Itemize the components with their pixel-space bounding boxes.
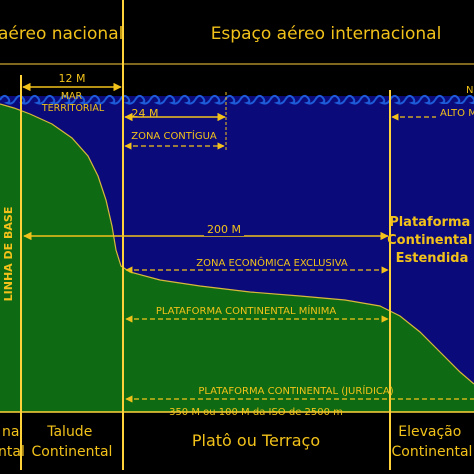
- legal-shelf-label: PLATAFORMA CONTINENTAL (JURÍDICA): [198, 384, 393, 397]
- shelf-footer-line2: ntal: [0, 444, 25, 460]
- wave-crest: [29, 94, 46, 105]
- extended-shelf-line1: Plataforma: [389, 215, 470, 230]
- high-seas-edge-label: N: [466, 85, 473, 96]
- shelf-footer-line1: na: [2, 424, 19, 440]
- min-shelf-label: PLATAFORMA CONTINENTAL MÍNIMA: [156, 304, 337, 317]
- wave-crest: [389, 94, 406, 105]
- eez-distance-label: 200 M: [207, 223, 241, 236]
- wave-crest: [0, 94, 16, 105]
- wave-crest: [374, 94, 391, 105]
- wave-crest: [209, 94, 226, 105]
- wave-crest: [299, 94, 316, 105]
- eez-label: ZONA ECONÔMICA EXCLUSIVA: [196, 256, 348, 269]
- wave-crest: [104, 94, 121, 105]
- wave-crest: [329, 94, 346, 105]
- wave-crest: [449, 94, 466, 105]
- high-seas-label: ALTO M: [440, 108, 474, 119]
- sea-surface-waves: [0, 94, 474, 105]
- wave-crest: [89, 94, 106, 105]
- territorial-distance-label: 12 M: [59, 72, 86, 85]
- wave-crest: [359, 94, 376, 105]
- contiguous-zone-label: ZONA CONTÍGUA: [131, 129, 217, 142]
- wave-crest: [59, 94, 76, 105]
- legal-shelf-limit-label: 350 M ou 100 M da ISO de 2500 m: [169, 407, 343, 418]
- slope-footer-line2: Continental: [32, 444, 113, 460]
- high-seas-bg: [436, 104, 474, 120]
- wave-crest: [269, 94, 286, 105]
- wave-crest: [419, 94, 436, 105]
- extended-shelf-label: Plataforma Continental Estendida: [387, 215, 474, 266]
- wave-crest: [344, 94, 361, 105]
- rise-footer-line1: Elevação: [398, 424, 461, 440]
- wave-crest: [74, 94, 91, 105]
- wave-crest: [464, 94, 474, 105]
- slope-footer-label: Talude Continental: [32, 424, 113, 460]
- plateau-footer-label: Platô ou Terraço: [192, 431, 320, 450]
- wave-crest: [224, 94, 241, 105]
- slope-footer-line1: Talude: [46, 424, 92, 440]
- seabed-profile: [0, 104, 474, 412]
- wave-crest: [14, 94, 31, 105]
- territorial-sea-label: MAR TERRITORIAL: [41, 91, 105, 114]
- extended-shelf-line3: Estendida: [396, 251, 469, 266]
- wave-crest: [149, 94, 166, 105]
- wave-crest: [164, 94, 181, 105]
- wave-crest: [44, 94, 61, 105]
- territorial-sea-line2: TERRITORIAL: [41, 103, 105, 114]
- wave-crest: [314, 94, 331, 105]
- wave-crest: [254, 94, 271, 105]
- international-airspace-label: Espaço aéreo internacional: [211, 24, 442, 44]
- shelf-footer-label: na ntal: [0, 424, 25, 460]
- wave-crest: [284, 94, 301, 105]
- contiguous-distance-label: 24 M: [132, 107, 159, 120]
- wave-crest: [194, 94, 211, 105]
- wave-crest: [134, 94, 151, 105]
- wave-crest: [179, 94, 196, 105]
- extended-shelf-line2: Continental: [387, 233, 472, 248]
- rise-footer-label: Elevação Continental: [392, 424, 473, 460]
- wave-crest: [239, 94, 256, 105]
- baseline-label: LINHA DE BASE: [2, 207, 15, 302]
- wave-crest: [404, 94, 421, 105]
- rise-footer-line2: Continental: [392, 444, 473, 460]
- territorial-sea-line1: MAR: [61, 91, 83, 102]
- national-airspace-label: aéreo nacional: [0, 24, 123, 44]
- wave-crest: [434, 94, 451, 105]
- eez-distance-bg: [204, 222, 244, 236]
